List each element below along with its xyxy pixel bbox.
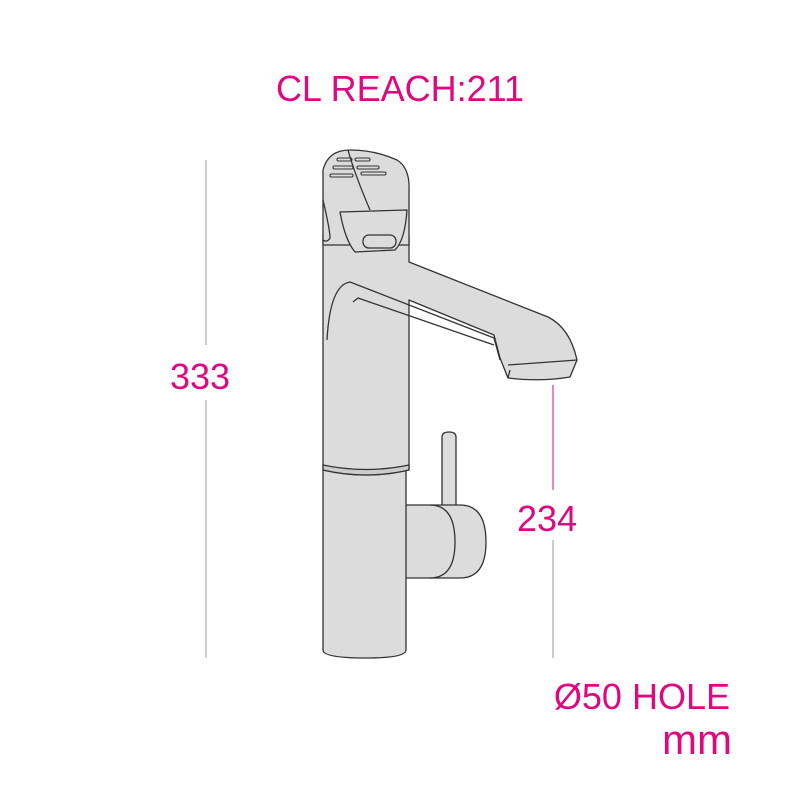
- vent-slots-icon: [329, 157, 387, 178]
- hole-size-label: Ø50 HOLE: [553, 676, 730, 717]
- overall-height-label: 333: [170, 356, 231, 397]
- side-valve: [404, 504, 487, 579]
- spout-height-label: 234: [517, 498, 578, 539]
- unit-label: mm: [662, 716, 732, 763]
- reach-label: CL REACH:211: [275, 68, 525, 109]
- indicator-icon: [362, 234, 397, 249]
- lower-body: [322, 469, 407, 659]
- lever-handle: [441, 431, 457, 513]
